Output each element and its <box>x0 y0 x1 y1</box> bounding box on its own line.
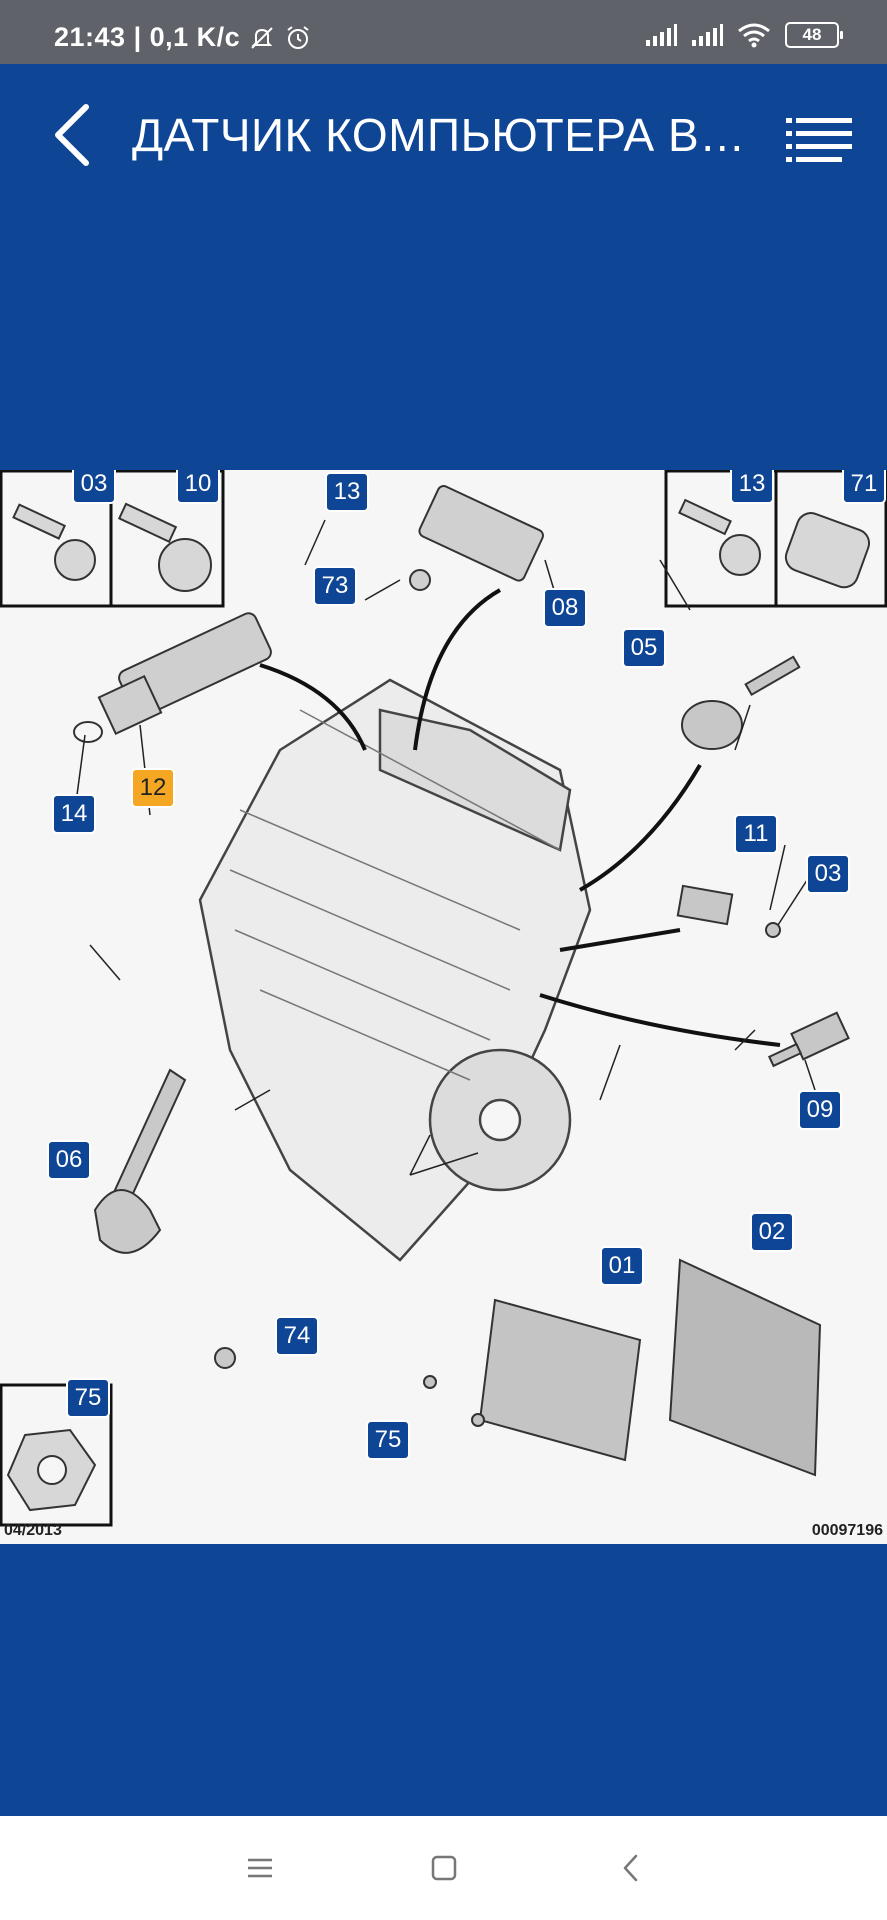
callout-09[interactable]: 09 <box>798 1090 842 1130</box>
nut-75-drawing <box>6 1428 97 1512</box>
callout-03-right[interactable]: 03 <box>806 854 850 894</box>
home-icon <box>431 1855 457 1881</box>
ecu-module-drawing <box>423 1258 822 1477</box>
clock: 21:43 <box>54 22 126 52</box>
app-bar: ДАТЧИК КОМПЬЮТЕРА ВПР... <box>0 64 887 204</box>
callout-11[interactable]: 11 <box>734 814 778 854</box>
callout-05[interactable]: 05 <box>622 628 666 668</box>
callout-75[interactable]: 75 <box>366 1420 410 1460</box>
bolt-03-drawing <box>12 503 96 581</box>
callout-75-inset[interactable]: 75 <box>66 1378 110 1418</box>
callout-13[interactable]: 13 <box>325 472 369 512</box>
diagram-reference: 00097196 <box>811 1522 883 1539</box>
callout-74[interactable]: 74 <box>275 1316 319 1356</box>
inset-bolts-top-left <box>0 470 887 1527</box>
callout-03[interactable]: 03 <box>72 470 116 504</box>
callout-14[interactable]: 14 <box>52 794 96 834</box>
home-button[interactable] <box>419 1846 469 1890</box>
callout-08[interactable]: 08 <box>543 588 587 628</box>
wifi-icon <box>738 23 770 48</box>
callout-73[interactable]: 73 <box>313 566 357 606</box>
status-bar: 21:43 | 0,1 K/c 48 <box>0 0 887 64</box>
page-title: ДАТЧИК КОМПЬЮТЕРА ВПР... <box>132 109 752 161</box>
callout-10[interactable]: 10 <box>176 470 220 504</box>
solenoid-valve-drawing <box>73 612 272 743</box>
knock-sensor-drawing <box>681 655 801 750</box>
back-arrow-icon <box>55 104 89 166</box>
signal-icon-2 <box>692 24 723 46</box>
signal-icon <box>646 24 677 46</box>
callout-02[interactable]: 02 <box>750 1212 794 1252</box>
recents-icon <box>248 1858 272 1878</box>
callout-01[interactable]: 01 <box>600 1246 644 1286</box>
sleeve-71-drawing <box>784 512 871 589</box>
callout-06[interactable]: 06 <box>47 1140 91 1180</box>
status-bar-right: 48 <box>645 22 843 48</box>
back-button[interactable] <box>44 100 100 170</box>
menu-button[interactable] <box>782 112 856 172</box>
callout-71[interactable]: 71 <box>842 470 886 504</box>
alarm-icon <box>287 25 309 49</box>
leader-curves <box>259 588 781 1047</box>
cam-sensor-drawing <box>676 884 781 938</box>
engine-detail-lines <box>229 709 561 1081</box>
engine-diagram-drawing <box>0 470 887 1527</box>
callout-12-highlighted[interactable]: 12 <box>131 768 175 808</box>
callout-13-inset[interactable]: 13 <box>730 470 774 504</box>
list-menu-icon <box>786 118 852 162</box>
network-speed: | 0,1 K/c <box>133 22 241 52</box>
system-nav-bar <box>0 1816 887 1920</box>
mute-icon <box>251 26 273 49</box>
diagram-date: 04/2013 <box>4 1522 62 1539</box>
nav-back-button[interactable] <box>606 1846 656 1890</box>
temp-sensor-drawing <box>767 1011 850 1068</box>
map-sensor-drawing <box>409 485 544 591</box>
status-bar-left: 21:43 | 0,1 K/c <box>54 22 312 53</box>
bolt-10-drawing <box>117 502 212 592</box>
back-icon <box>623 1854 638 1882</box>
engine-block-drawing <box>198 678 592 1262</box>
bolt-13-inset-drawing <box>678 498 761 576</box>
battery-icon: 48 <box>785 22 843 48</box>
parts-diagram[interactable]: 03 10 13 13 71 73 08 05 14 12 11 03 09 0… <box>0 470 887 1544</box>
recents-button[interactable] <box>235 1846 285 1890</box>
lever-sensor-06-drawing <box>93 1068 236 1369</box>
